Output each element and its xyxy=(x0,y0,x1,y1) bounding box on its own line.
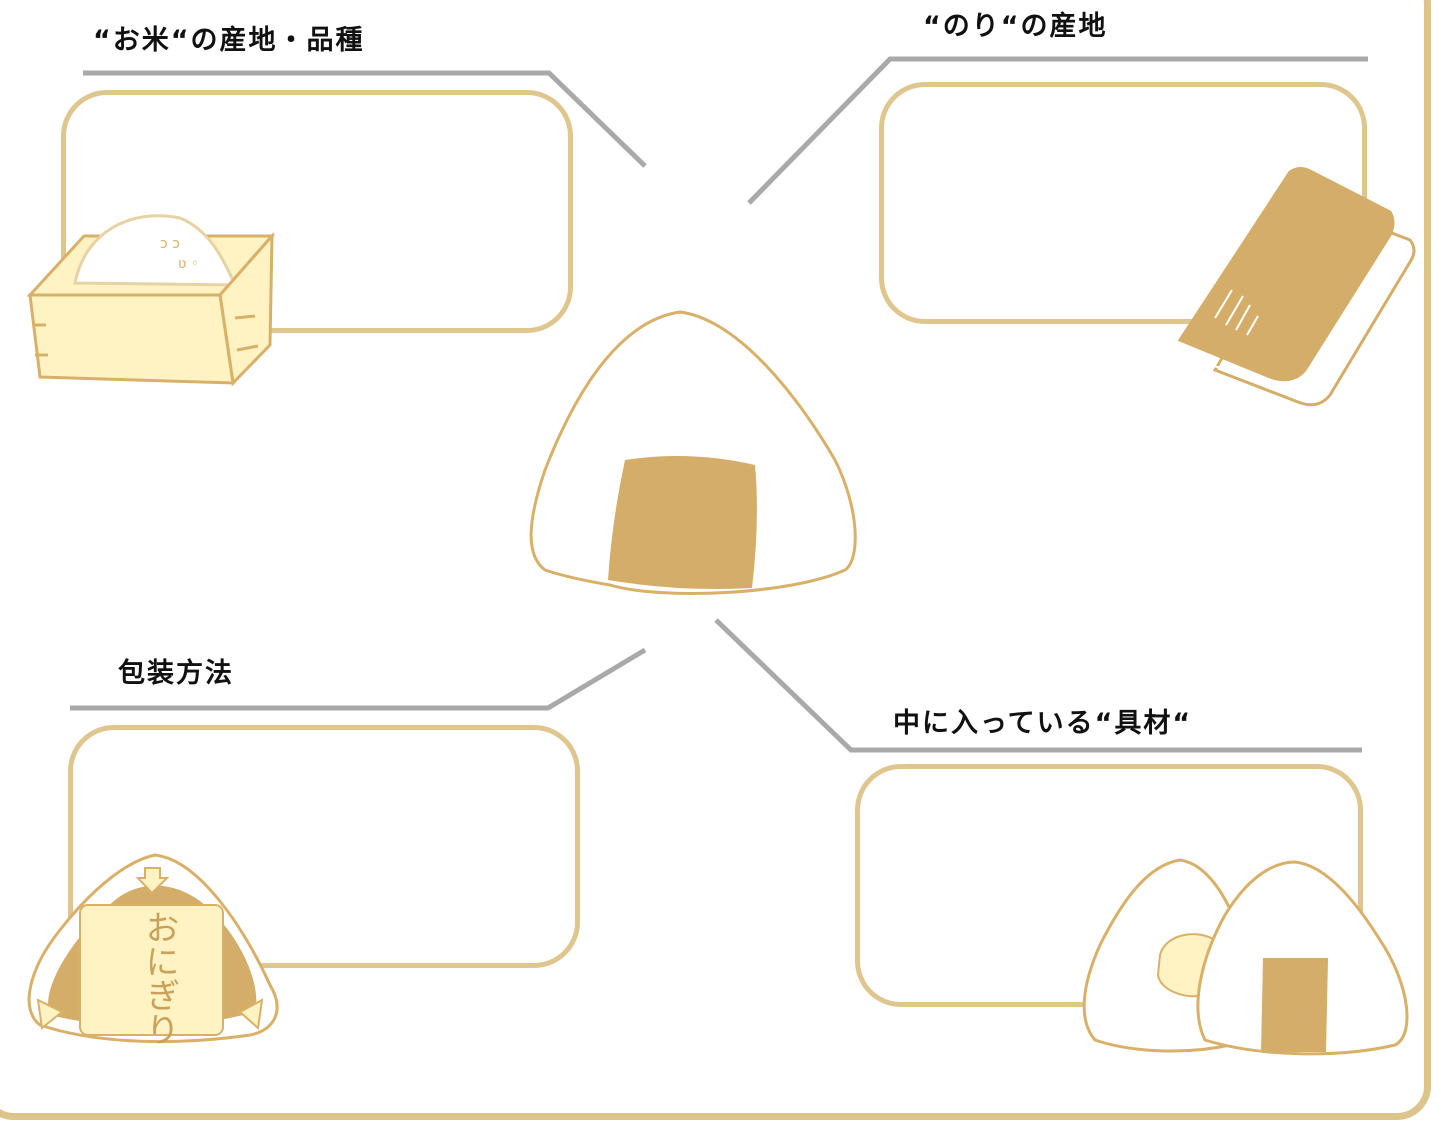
heading-packaging: 包装方法 xyxy=(118,658,234,689)
svg-text:ʋ ◦: ʋ ◦ xyxy=(178,256,199,272)
heading-nori-origin: “のり“の産地 xyxy=(923,11,1108,42)
packaged-onigiri-label: おにぎり xyxy=(139,910,179,1046)
svg-text:ɔ ɔ: ɔ ɔ xyxy=(160,236,180,252)
heading-rice-origin: “お米“の産地・品種 xyxy=(93,25,365,56)
connector-filling xyxy=(714,618,1362,753)
connector-nori xyxy=(747,56,1368,205)
connector-rice xyxy=(83,70,647,168)
heading-filling: 中に入っている“具材“ xyxy=(893,708,1193,739)
connector-packaging xyxy=(70,647,647,711)
